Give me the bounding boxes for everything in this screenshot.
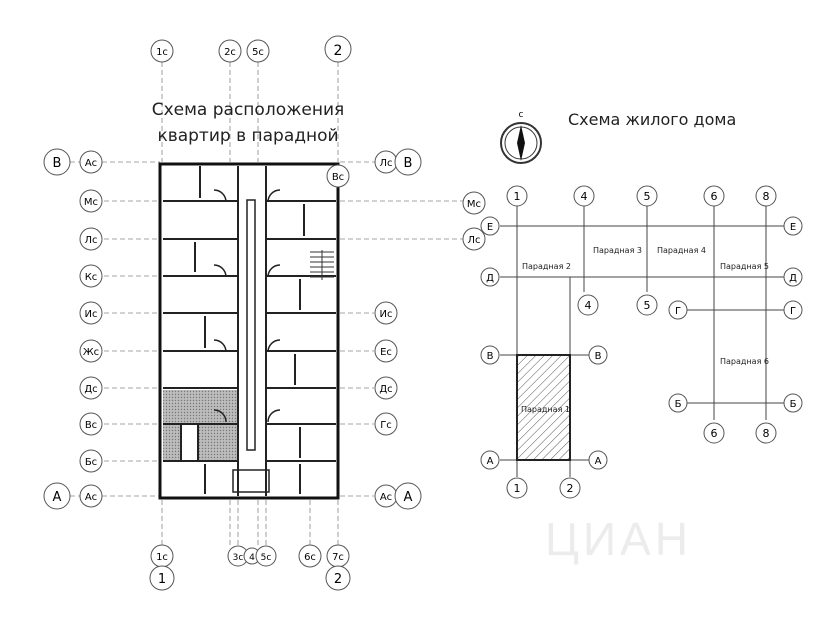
building-axis-label: 1	[514, 190, 521, 203]
building-axis-label: 5	[644, 299, 651, 312]
section-label: Парадная 1	[521, 405, 570, 414]
bottom-axis-label: 7с	[332, 552, 344, 563]
left-axis-label: Ас	[85, 492, 97, 503]
building-title: Схема жилого дома	[568, 110, 736, 129]
building-row-label: В	[487, 351, 494, 362]
left-axis-label: Вс	[85, 420, 97, 431]
left-axis-label: Ис	[85, 309, 98, 320]
building-row-label: В	[595, 351, 602, 362]
right-axis-label: Ас	[380, 492, 392, 503]
floor-plan: Схема расположения квартир в парадной 1с…	[43, 35, 486, 591]
bottom-axis-label: 3с	[233, 553, 244, 563]
building-row-label: Б	[675, 399, 682, 410]
compass-icon	[500, 122, 542, 164]
left-axis-label: А	[53, 490, 62, 505]
left-axis-label: Жс	[83, 347, 99, 358]
left-axis-label: Лс	[84, 235, 97, 246]
building-plan: c Схема жилого дома	[480, 110, 803, 499]
building-axis-label: 2	[567, 482, 574, 495]
left-axis-label: Дс	[84, 384, 97, 395]
right-axis-label: В	[404, 156, 413, 171]
building-row-label: А	[487, 456, 494, 467]
building-row-label: Д	[789, 273, 797, 284]
bottom-axis-label: 4	[249, 553, 255, 563]
right-axis-label: А	[404, 490, 413, 505]
right-axis-label: Гс	[380, 420, 392, 431]
section-label: Парадная 3	[593, 246, 642, 255]
building-axis-label: 8	[763, 190, 770, 203]
floor-plan-title-line1: Схема расположения	[152, 100, 345, 120]
watermark-text: ЦИАН	[545, 513, 692, 565]
left-axis-label: Кс	[85, 272, 98, 283]
left-axis-label: Бс	[85, 457, 97, 468]
section-label: Парадная 4	[657, 246, 706, 255]
section-label: Парадная 5	[720, 262, 769, 271]
building-axis-label: 4	[585, 299, 592, 312]
section-label: Парадная 6	[720, 357, 769, 366]
building-axis-label: 6	[711, 190, 718, 203]
top-axis-label: 2с	[224, 47, 236, 58]
left-axis-label: Мс	[84, 197, 98, 208]
building-row-label: Д	[486, 273, 494, 284]
right-axis-label: Ес	[380, 347, 392, 358]
building-axis-label: 5	[644, 190, 651, 203]
right-axis-label: Ис	[380, 309, 393, 320]
building-row-label: А	[595, 456, 602, 467]
bottom-axis-label: 1с	[156, 552, 168, 563]
right-axis-label: Вс	[332, 172, 344, 183]
left-axis-label: Ас	[85, 158, 97, 169]
building-row-label: Г	[675, 306, 681, 317]
bottom-axis-label: 6с	[304, 552, 316, 563]
building-axis-label: 8	[763, 427, 770, 440]
right-axis-label: Дс	[379, 384, 392, 395]
right-axis-label: Лс	[467, 235, 480, 246]
section-label: Парадная 2	[522, 262, 571, 271]
right-axis-label: Мс	[467, 199, 481, 210]
right-axis-label: Лс	[379, 158, 392, 169]
left-axis-label: В	[53, 156, 62, 171]
compass-north-label: c	[519, 110, 524, 120]
building-row-label: Е	[790, 222, 796, 233]
building-axis-label: 6	[711, 427, 718, 440]
building-row-label: Е	[487, 222, 493, 233]
top-axis-label: 2	[334, 43, 343, 59]
bottom-axis-label: 1	[158, 572, 166, 587]
bottom-axis-label: 2	[334, 572, 342, 587]
building-row-label: Б	[790, 399, 797, 410]
building-axis-label: 1	[514, 482, 521, 495]
floor-plan-title-line2: квартир в парадной	[157, 126, 338, 146]
building-axis-label: 4	[581, 190, 588, 203]
top-axis-label: 1с	[156, 47, 168, 58]
bottom-axis-label: 5с	[261, 553, 272, 563]
top-axis-label: 5с	[252, 47, 264, 58]
building-row-label: Г	[790, 306, 796, 317]
